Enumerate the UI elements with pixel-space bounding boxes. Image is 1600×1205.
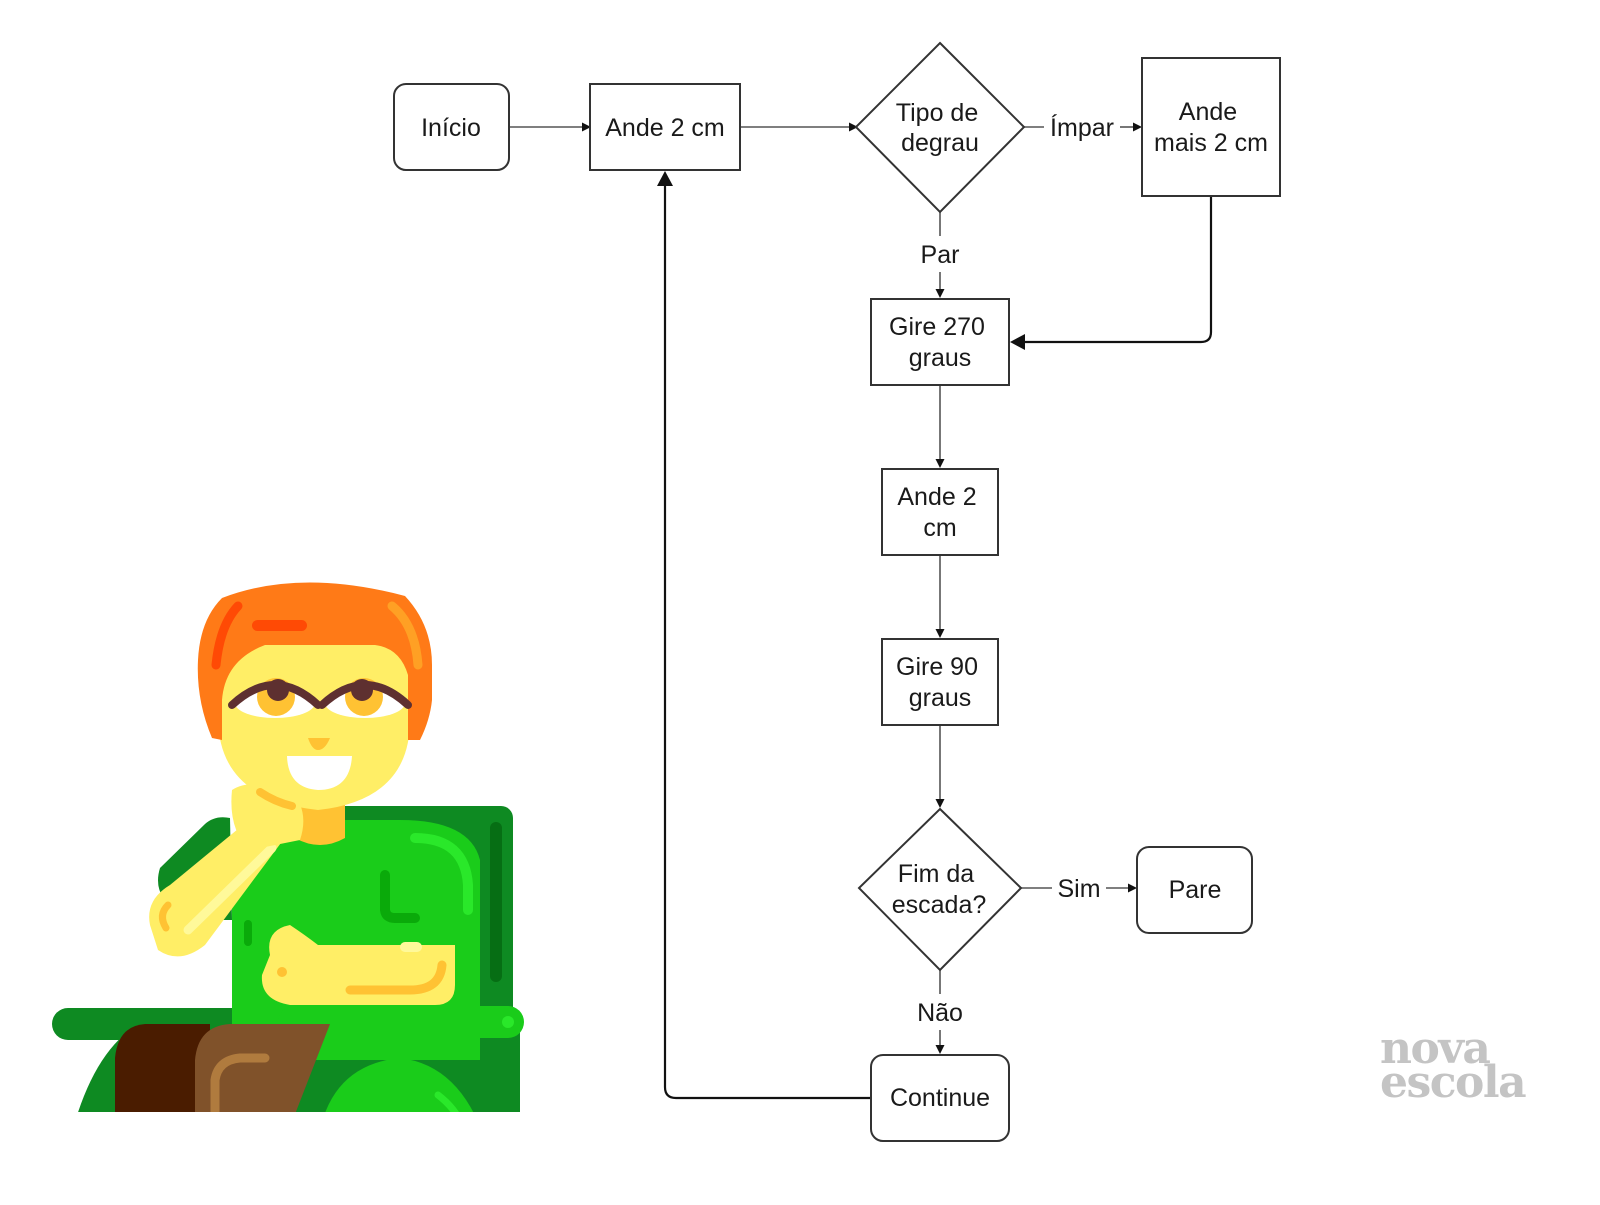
resting-arm-shade — [345, 960, 447, 995]
shirt-crease — [380, 870, 420, 923]
arrowhead — [1128, 883, 1137, 893]
right-eyelid — [318, 681, 412, 709]
arm-highlight — [183, 843, 277, 935]
arrowhead — [935, 289, 945, 298]
node-start[interactable]: Início — [393, 83, 510, 171]
flowchart-nodes: Início Ande 2 cm Tipo de degrau Ande mai… — [393, 41, 1281, 1142]
knuckle-dot — [277, 967, 287, 977]
node-end-check-shape — [857, 807, 1023, 972]
flowchart-edge-labels: Ímpar Par Sim Não — [917, 113, 1114, 1027]
node-walk1-shape — [589, 83, 741, 171]
node-continue-label: Continue — [890, 1084, 990, 1112]
node-turn270-label-line2: graus — [909, 344, 972, 372]
face — [218, 615, 410, 810]
node-stop-label: Pare — [1169, 876, 1222, 904]
node-start-label: Início — [421, 114, 481, 142]
shirt-crease-left — [244, 920, 252, 946]
shirt-sleeve-highlight — [410, 833, 473, 915]
armrest-dot — [502, 1016, 514, 1028]
pants — [195, 1024, 330, 1140]
node-turn90-label-line2: graus — [909, 684, 972, 712]
logo-line-2: escola — [1380, 1057, 1527, 1108]
node-turn270-label-line1: Gire 270 — [889, 313, 985, 341]
logo-line-1: nova — [1380, 1023, 1491, 1074]
nova-escola-logo: nova escola — [1380, 1023, 1540, 1108]
arrowhead — [935, 1045, 945, 1054]
node-walk-more-label-line1: Ande — [1179, 98, 1237, 126]
node-end-check[interactable]: Fim da escada? — [857, 807, 1023, 972]
chin-shade — [256, 788, 296, 810]
node-walk-more-shape — [1141, 57, 1281, 197]
arrowhead — [1010, 334, 1025, 350]
node-walk-more[interactable]: Ande mais 2 cm — [1141, 57, 1281, 197]
node-step-type-label-line1: Tipo de — [896, 99, 978, 127]
child-in-armchair-illustration — [0, 582, 560, 1200]
edge-label-par: Par — [921, 241, 960, 269]
left-eyelid — [228, 681, 322, 709]
chair-back-stripe — [490, 822, 502, 982]
hair-highlight-center — [252, 620, 307, 631]
smile — [287, 756, 352, 790]
arrowhead — [582, 122, 591, 132]
resting-arm-highlight — [400, 942, 422, 952]
node-walk1-label: Ande 2 cm — [605, 114, 725, 142]
nose — [308, 738, 330, 750]
edge-label-sim: Sim — [1057, 875, 1100, 903]
neck — [295, 800, 345, 845]
node-walk2-shape — [881, 468, 999, 556]
edge-continue-to-walk1 — [663, 184, 870, 1100]
edge-walk-more-to-turn270 — [1022, 196, 1213, 344]
hair-highlight-left — [211, 601, 243, 670]
pants-highlight — [210, 1053, 270, 1125]
arrowhead — [935, 629, 945, 638]
node-end-check-label-line1: Fim da — [898, 860, 975, 888]
node-start-shape — [393, 83, 510, 171]
pants-dark — [115, 1024, 210, 1140]
node-turn90-label-line1: Gire 90 — [896, 653, 978, 681]
node-end-check-label-line2: escada? — [892, 891, 987, 919]
node-step-type-shape — [854, 41, 1026, 214]
hair-highlight-right — [387, 601, 423, 670]
node-turn90[interactable]: Gire 90 graus — [881, 638, 999, 726]
node-stop[interactable]: Pare — [1136, 846, 1253, 934]
arrowhead — [935, 459, 945, 468]
chair-armrest-right — [278, 1006, 524, 1038]
node-stop-shape — [1136, 846, 1253, 934]
node-step-type[interactable]: Tipo de degrau — [854, 41, 1026, 214]
elbow-shade — [159, 901, 172, 932]
node-turn270[interactable]: Gire 270 graus — [870, 298, 1010, 386]
node-continue[interactable]: Continue — [870, 1054, 1010, 1142]
arrowhead — [935, 799, 945, 808]
edge-label-impar: Ímpar — [1050, 113, 1114, 142]
node-walk2[interactable]: Ande 2 cm — [881, 468, 999, 556]
node-turn90-shape — [881, 638, 999, 726]
flowchart-edges — [509, 122, 1213, 1100]
illustration-bottom-mask — [0, 1112, 560, 1200]
node-step-type-label-line2: degrau — [901, 129, 979, 157]
node-continue-shape — [870, 1054, 1010, 1142]
node-walk1[interactable]: Ande 2 cm — [589, 83, 741, 171]
node-walk2-label-line2: cm — [923, 514, 956, 542]
edge-label-nao: Não — [917, 999, 963, 1027]
node-walk2-label-line1: Ande 2 — [897, 483, 976, 511]
arrowhead — [1133, 122, 1142, 132]
node-walk-more-label-line2: mais 2 cm — [1154, 129, 1268, 157]
arrowhead — [657, 171, 673, 186]
arrowhead — [849, 122, 858, 132]
node-turn270-shape — [870, 298, 1010, 386]
